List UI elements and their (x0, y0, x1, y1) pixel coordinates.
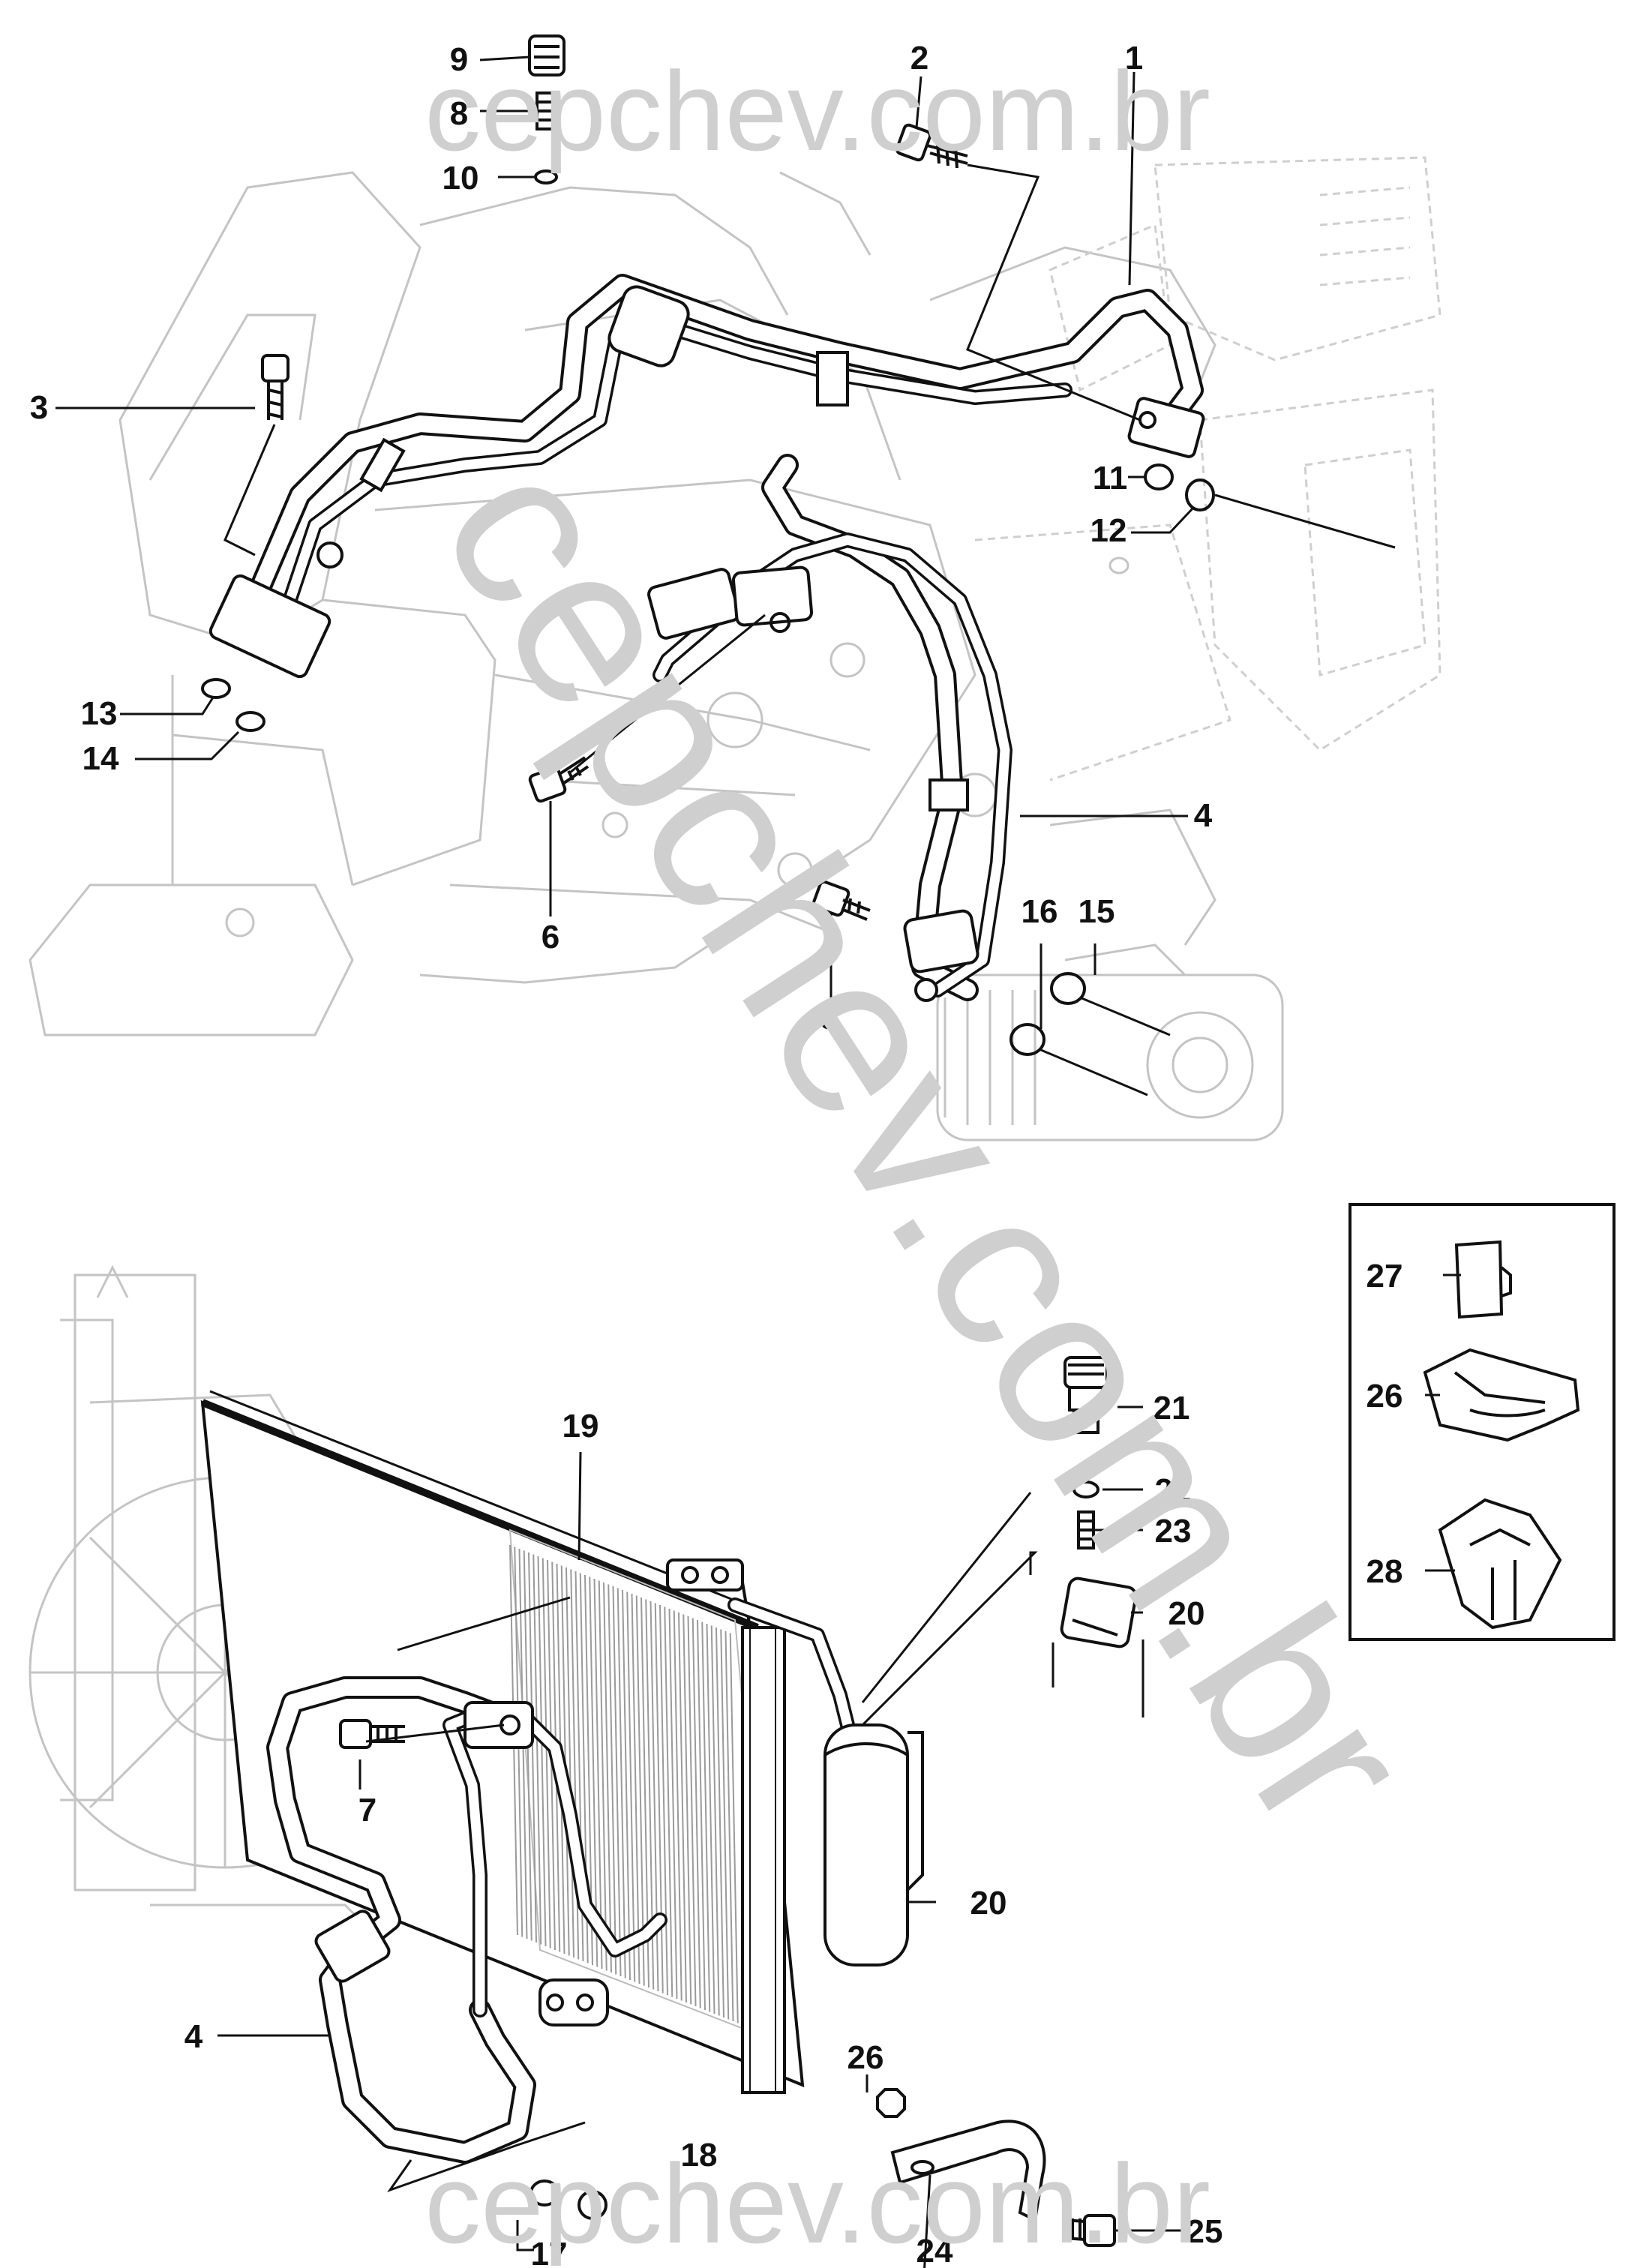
condenser-fin (724, 1630, 734, 2022)
callout-26: 26 (848, 2039, 884, 2076)
seal-10 (534, 170, 558, 184)
condenser-fin (598, 1580, 608, 1971)
callout-28: 28 (1366, 1553, 1403, 1590)
callout-16: 16 (1022, 893, 1058, 930)
condenser-fin (589, 1576, 598, 1967)
clip-26 (1423, 1348, 1580, 1442)
condenser-fin (635, 1595, 645, 1986)
ac-compressor (936, 944, 1284, 1142)
callout-12: 12 (1090, 512, 1127, 549)
o-rings-top (201, 464, 1215, 1056)
watermark-top: cepchev.com.br (424, 48, 1210, 174)
condenser-fin (673, 1610, 682, 2001)
watermark-bottom: cepchev.com.br (424, 2140, 1210, 2266)
condenser-fin (593, 1578, 603, 1970)
condenser-fin (659, 1604, 668, 1996)
condenser-fin (631, 1593, 640, 1984)
bolt-5 (812, 880, 871, 921)
callout-24: 24 (916, 2233, 953, 2268)
callout-13: 13 (81, 695, 118, 732)
condenser-fin (701, 1622, 711, 2012)
callout-15: 15 (1078, 893, 1115, 930)
condenser-fin (528, 1552, 537, 1943)
callout-11: 11 (1093, 460, 1128, 496)
callout-8: 8 (450, 95, 468, 132)
callout-14: 14 (82, 740, 119, 777)
callout-10: 10 (442, 160, 479, 196)
condenser-fin (682, 1614, 692, 2005)
condenser-fin (626, 1592, 636, 1982)
condenser-fin (710, 1625, 720, 2016)
callout-20-drier: 20 (970, 1885, 1007, 1922)
condenser-fin (608, 1584, 617, 1975)
condenser-fin (603, 1582, 612, 1973)
condenser-fin (687, 1616, 697, 2007)
condenser-fin (664, 1606, 674, 1997)
hose-assembly-1 (208, 274, 1205, 679)
condenser-fin (566, 1567, 574, 1958)
callout-18: 18 (681, 2137, 718, 2174)
condenser-fin (668, 1608, 678, 2000)
bolt-2 (895, 123, 968, 169)
drier-cap-20 (1060, 1576, 1138, 1648)
condenser-fin (697, 1619, 706, 2011)
callout-26-inset: 26 (1366, 1378, 1403, 1414)
condenser-fin (729, 1633, 739, 2024)
condenser-fin (537, 1556, 547, 1947)
callout-27: 27 (1366, 1258, 1403, 1294)
condenser-fin (542, 1558, 551, 1948)
callout-25: 25 (1186, 2213, 1223, 2250)
bracket-clamp (876, 2088, 1116, 2247)
condenser-fin (716, 1627, 724, 2018)
o-rings-bottom (530, 2180, 608, 2220)
callout-7: 7 (358, 1792, 376, 1828)
hose-assembly-4-top (647, 454, 1012, 1002)
bracket-24 (890, 2120, 1046, 2222)
callout-2: 2 (910, 40, 928, 76)
callout-21: 21 (1154, 1390, 1190, 1426)
condenser-fin (720, 1629, 730, 2020)
vehicle-body-ghost-top (28, 156, 1442, 1036)
leader-lines (56, 56, 1461, 2268)
receiver-drier (824, 1724, 924, 1966)
clip-27 (1454, 1240, 1504, 1319)
callout-6: 6 (542, 919, 560, 956)
callout-19: 19 (562, 1408, 599, 1444)
callout-labels: 9 8 10 2 1 3 11 12 13 14 4 6 16 15 5 27 … (30, 40, 1403, 2268)
callout-4-bottom: 4 (184, 2018, 203, 2055)
callout-1: 1 (1125, 40, 1143, 76)
seal-22 (1072, 1480, 1100, 1498)
condenser-fin (616, 1588, 626, 1978)
clip-inset-box (1348, 1203, 1616, 1641)
callout-4-top: 4 (1194, 797, 1213, 834)
service-valve-parts (528, 34, 566, 184)
callout-3: 3 (30, 389, 48, 426)
bolt-6 (528, 756, 590, 803)
callout-20-cap: 20 (1168, 1595, 1205, 1632)
bolt-3 (261, 354, 290, 420)
pressure-switch-parts (1060, 1356, 1138, 1648)
callout-9: 9 (450, 41, 468, 78)
condenser-fin (532, 1554, 542, 1945)
callout-22: 22 (1155, 1472, 1192, 1509)
condenser-fin (678, 1612, 687, 2003)
nut-26 (876, 2088, 906, 2118)
clip-28 (1438, 1498, 1562, 1630)
bolt-7 (339, 1719, 405, 1749)
callout-23: 23 (1155, 1513, 1192, 1550)
condenser-fin (622, 1589, 631, 1981)
callout-17: 17 (531, 2236, 568, 2268)
condenser-fin (692, 1618, 701, 2008)
callout-5: 5 (820, 1000, 838, 1036)
condenser-fin (612, 1586, 622, 1977)
condenser-fin (706, 1623, 716, 2014)
